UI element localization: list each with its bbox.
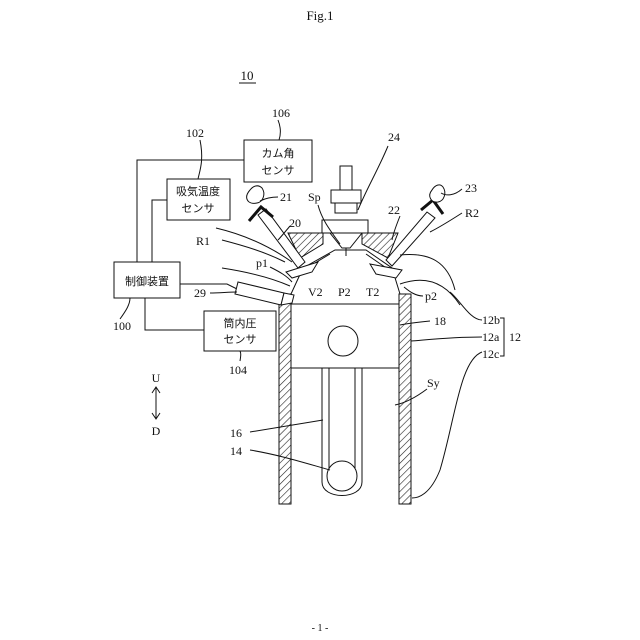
- cam-sensor-text-1: カム角: [262, 147, 295, 160]
- connecting-rod: [322, 368, 362, 496]
- label-u: U: [152, 371, 161, 385]
- label-12c: 12c: [482, 347, 499, 361]
- piston-pin: [328, 326, 358, 356]
- cylinder-pressure-sensor: 筒内圧 センサ: [204, 311, 276, 351]
- label-v2: V2: [308, 285, 323, 299]
- label-10: 10: [241, 68, 254, 83]
- label-21: 21: [280, 190, 292, 204]
- label-23: 23: [465, 181, 477, 195]
- exhaust-cam-bracket: [421, 200, 443, 214]
- label-r2: R2: [465, 206, 479, 220]
- figure-title: Fig.1: [306, 8, 333, 23]
- label-20: 20: [289, 216, 301, 230]
- label-106: 106: [272, 106, 290, 120]
- label-t2: T2: [366, 285, 379, 299]
- label-p1: p1: [256, 256, 268, 270]
- cyl-pressure-text-1: 筒内圧: [224, 316, 257, 330]
- controller-box: 制御装置: [114, 262, 180, 298]
- label-sp: Sp: [308, 190, 321, 204]
- label-104: 104: [229, 363, 247, 377]
- spark-plug: [322, 166, 368, 256]
- fuel-injector: [235, 282, 294, 305]
- label-p2-center: P2: [338, 285, 351, 299]
- label-12a: 12a: [482, 330, 500, 344]
- label-r1: R1: [196, 234, 210, 248]
- cam-sensor-text-2: センサ: [262, 164, 295, 177]
- label-sy: Sy: [427, 376, 440, 390]
- label-p2: p2: [425, 289, 437, 303]
- label-12b: 12b: [482, 313, 500, 327]
- intake-temp-text-1: 吸気温度: [176, 184, 220, 198]
- cylinder-wall-left: [279, 294, 291, 504]
- controller-text: 制御装置: [125, 274, 169, 288]
- label-24: 24: [388, 130, 400, 144]
- intake-temp-text-2: センサ: [182, 202, 215, 215]
- cyl-pressure-text-2: センサ: [224, 333, 257, 346]
- piston: [291, 304, 399, 368]
- cam-angle-sensor: カム角 センサ: [244, 140, 312, 182]
- direction-indicator: U D: [152, 371, 161, 438]
- label-18: 18: [434, 314, 446, 328]
- intake-temp-sensor: 吸気温度 センサ: [167, 179, 230, 220]
- label-100: 100: [113, 319, 131, 333]
- crank-pin: [327, 461, 357, 491]
- label-12: 12: [509, 330, 521, 344]
- label-22: 22: [388, 203, 400, 217]
- label-102: 102: [186, 126, 204, 140]
- label-d: D: [152, 424, 161, 438]
- block-bracket: [500, 318, 504, 356]
- label-29: 29: [194, 286, 206, 300]
- cylinder-wall-right: [399, 294, 411, 504]
- page-number: - 1 -: [312, 623, 329, 634]
- label-14: 14: [230, 444, 242, 458]
- label-16: 16: [230, 426, 242, 440]
